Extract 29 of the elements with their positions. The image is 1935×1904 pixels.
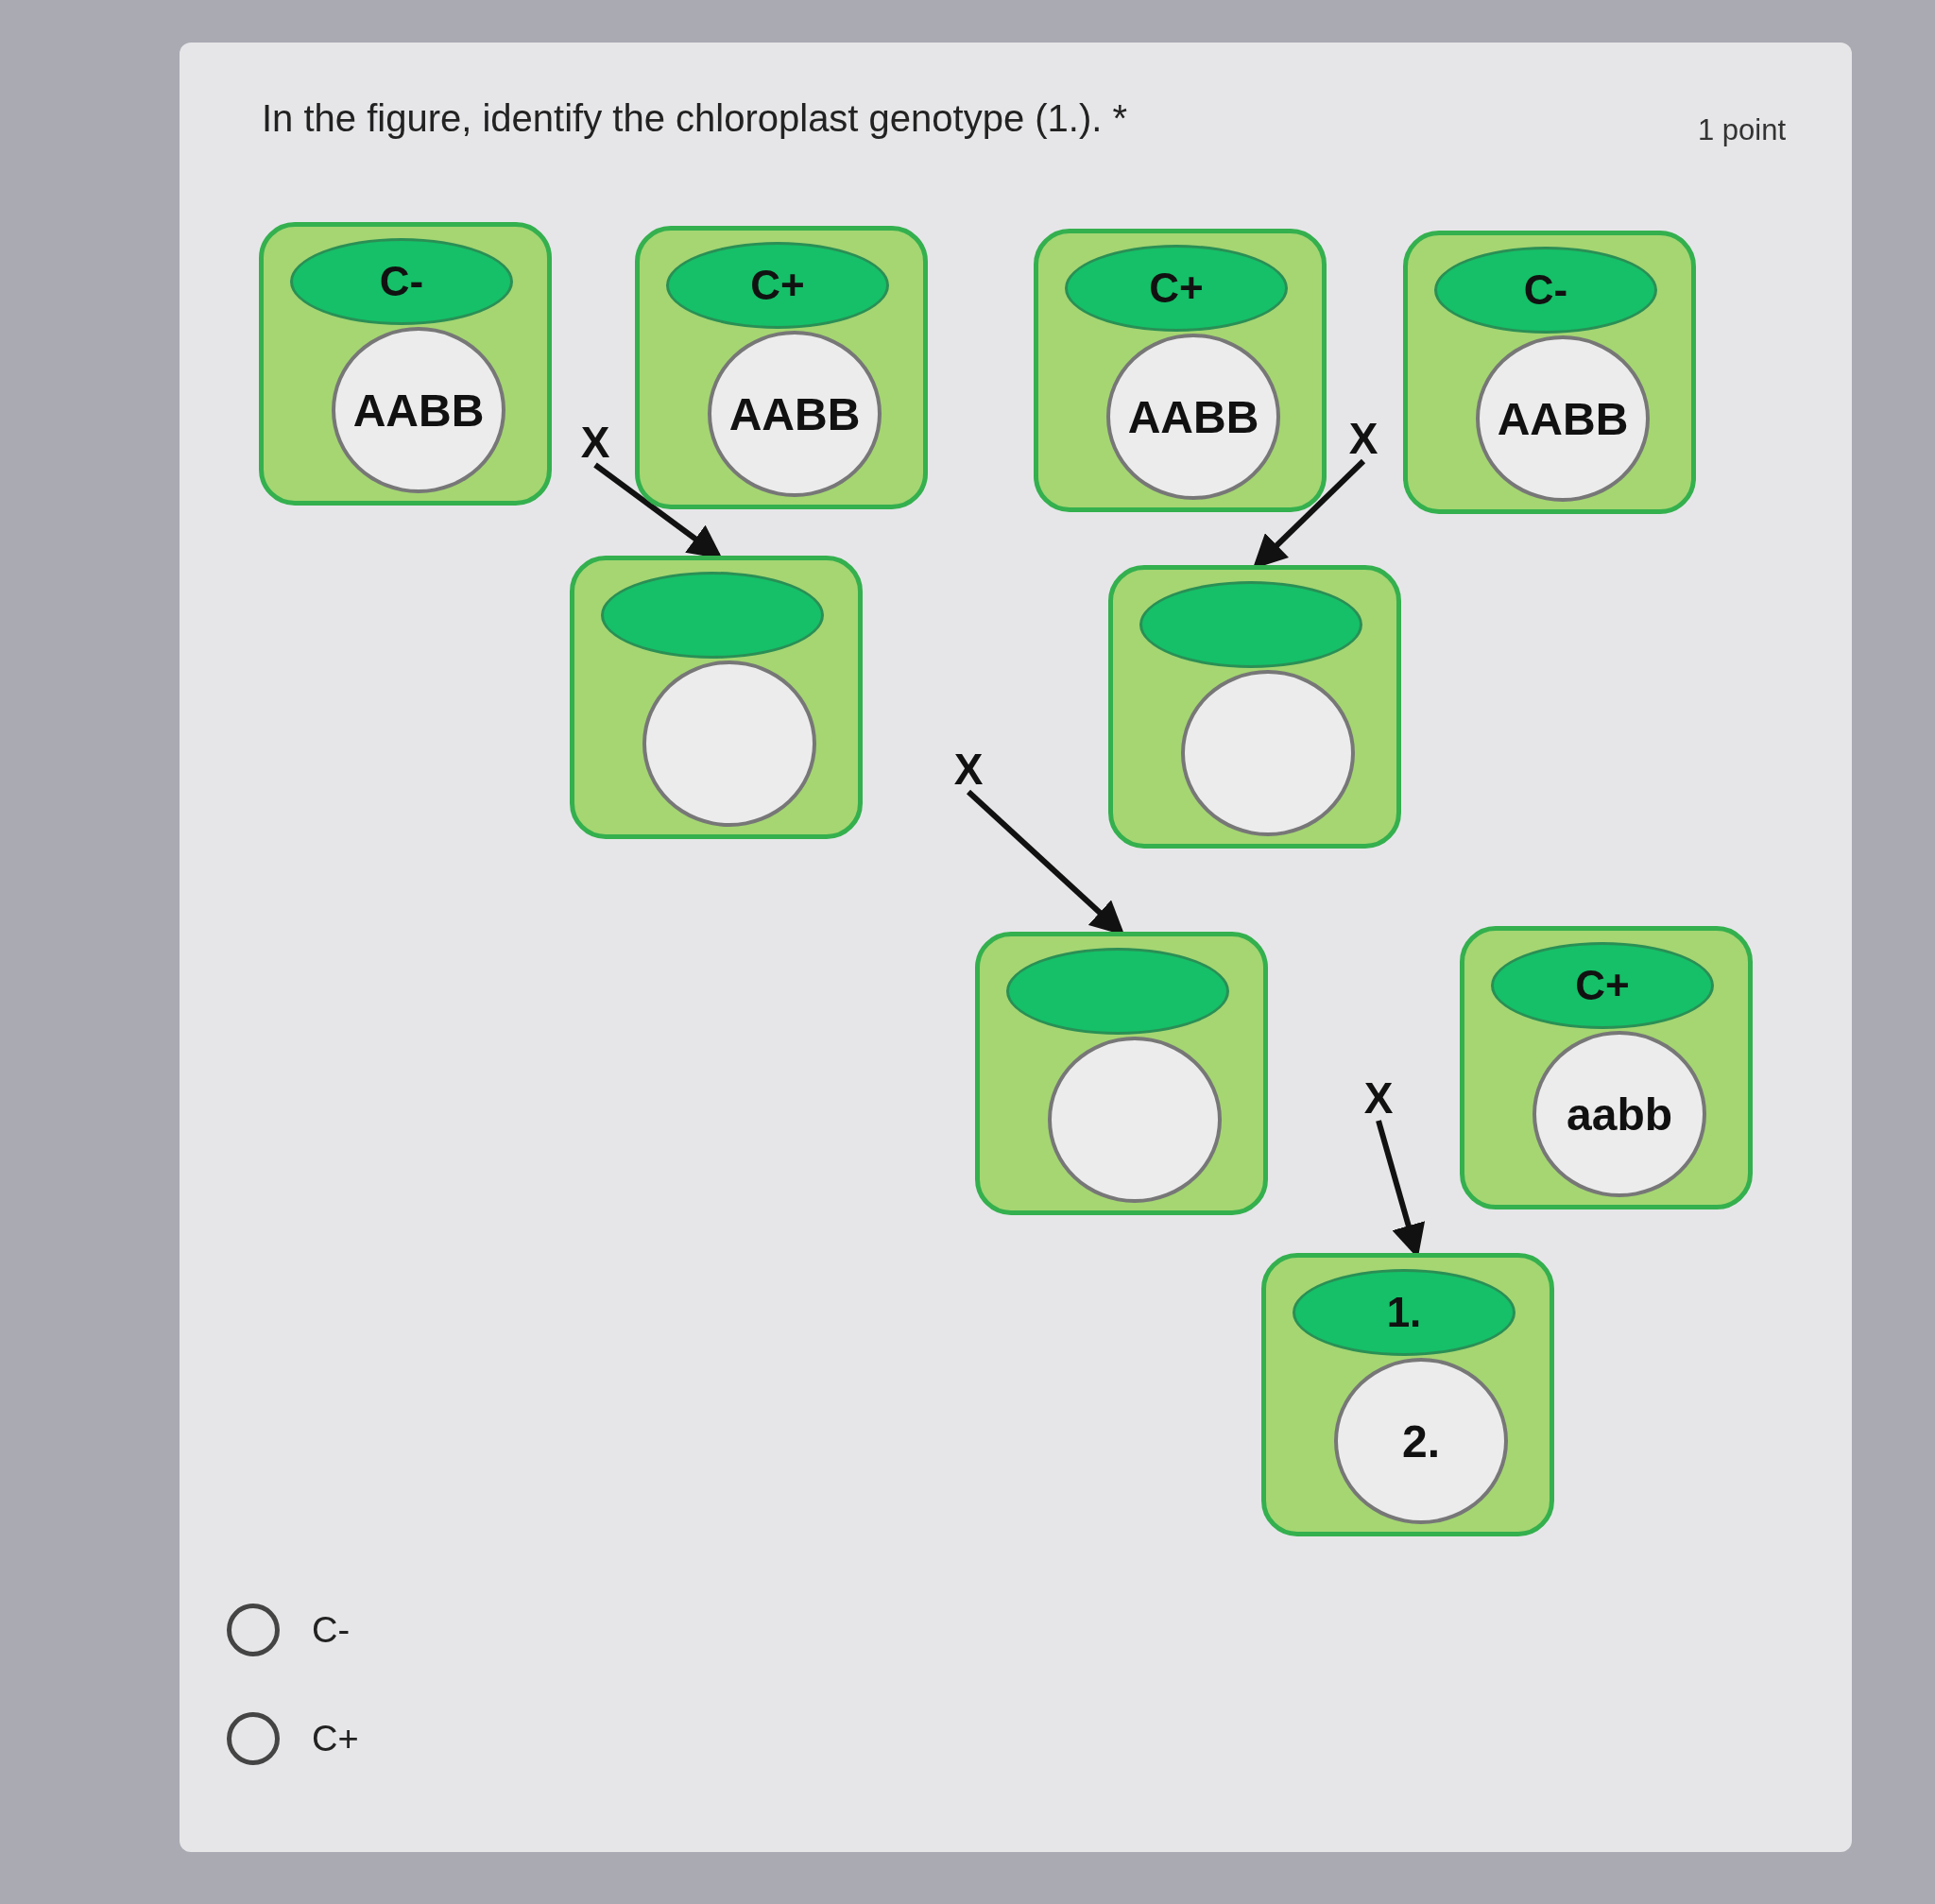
nucleus-circle: 2. bbox=[1334, 1358, 1508, 1524]
cell-box bbox=[259, 222, 552, 506]
question-text: In the figure, identify the chloroplast genotype (1.). * bbox=[262, 97, 1128, 140]
nucleus-circle: AABB bbox=[1476, 335, 1650, 502]
option-label: C- bbox=[312, 1610, 351, 1651]
cell-box bbox=[635, 226, 928, 509]
nucleus-circle: AABB bbox=[708, 331, 882, 497]
chloroplast-oval: C+ bbox=[666, 242, 889, 329]
cross-sign: X bbox=[576, 420, 614, 465]
cell-box bbox=[1108, 565, 1401, 849]
chloroplast-oval: 1. bbox=[1293, 1269, 1515, 1356]
cell-box bbox=[1460, 926, 1753, 1209]
nucleus-circle: aabb bbox=[1533, 1031, 1706, 1197]
cell-box bbox=[1261, 1253, 1554, 1536]
cross-sign: X bbox=[1344, 416, 1382, 461]
cell-box bbox=[975, 932, 1268, 1215]
cell-box bbox=[1403, 231, 1696, 514]
nucleus-circle: AABB bbox=[1106, 334, 1280, 500]
nucleus-circle: AABB bbox=[332, 327, 505, 493]
cross-sign: X bbox=[950, 746, 987, 792]
chloroplast-oval: C- bbox=[290, 238, 513, 325]
cross-sign: X bbox=[1360, 1075, 1397, 1121]
cell-box bbox=[1034, 229, 1327, 512]
chloroplast-oval: C- bbox=[1434, 247, 1657, 334]
option-label: C+ bbox=[312, 1719, 359, 1759]
chloroplast-oval: C+ bbox=[1065, 245, 1288, 332]
chloroplast-oval: C+ bbox=[1491, 942, 1714, 1029]
points-label: 1 point bbox=[1697, 113, 1786, 147]
cell-box bbox=[570, 556, 863, 839]
